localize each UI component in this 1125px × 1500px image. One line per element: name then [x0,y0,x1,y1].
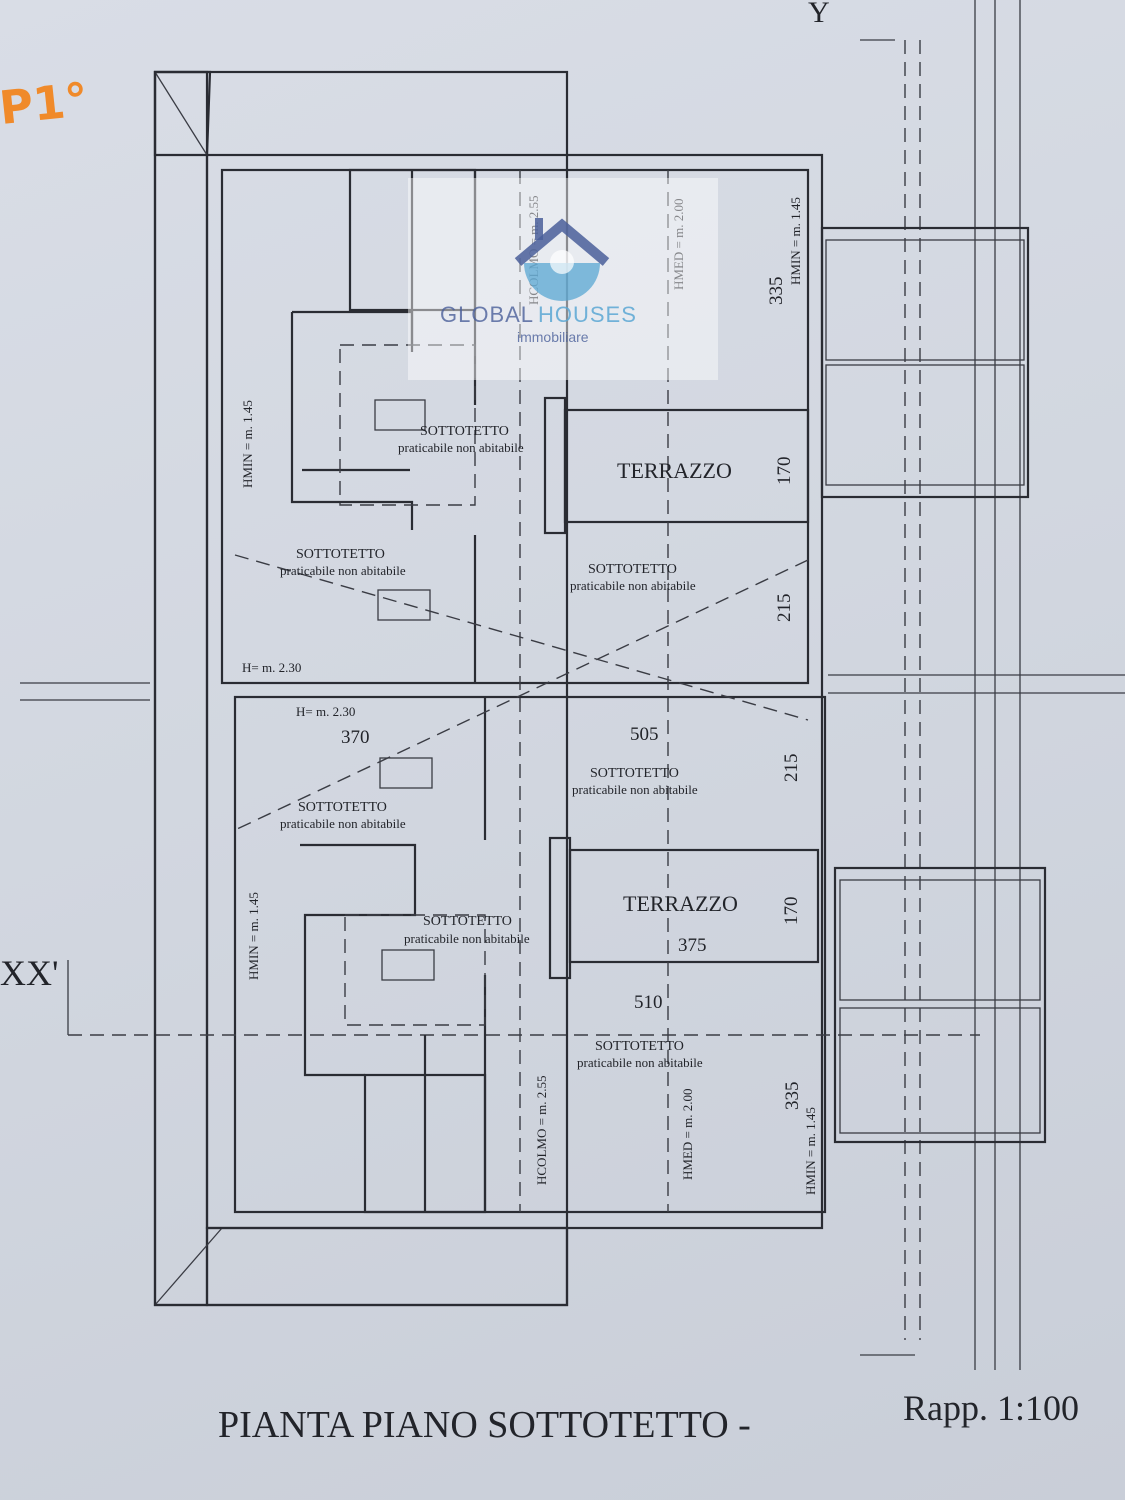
dimension-335: 335 [782,1082,803,1111]
height-hmin: HMIN = m. 1.45 [803,1107,818,1195]
drawing-scale: Rapp. 1:100 [903,1388,1079,1428]
dimension-labels: 335 170 215 370 505 215 170 375 510 335 [341,277,803,1111]
room-sublabel: praticabile non abitabile [280,816,406,831]
room-label: SOTTOTETTO [296,547,385,562]
balcony-top [820,226,1030,499]
dimension-215: 215 [781,754,802,783]
section-mark-y: Y [808,0,830,29]
watermark-brand-global: GLOBAL [440,302,534,327]
dimension-170: 170 [781,897,802,926]
staircase-bottom [363,1035,487,1214]
height-hmed: HMED = m. 2.00 [671,199,686,290]
watermark-tagline: immobiliare [517,329,589,345]
dimension-370: 370 [341,727,370,748]
height-hmin: HMIN = m. 1.45 [246,892,261,980]
watermark-logo: GLOBAL HOUSES immobiliare [408,178,718,380]
room-label: SOTTOTETTO [423,914,512,929]
terrazzo-top [563,408,810,524]
room-label: SOTTOTETTO [298,800,387,815]
height-hcolmo: HCOLMO = m. 2.55 [534,1075,549,1185]
terrazzo-label: TERRAZZO [623,891,738,916]
watermark-brand-houses: HOUSES [538,302,637,327]
room-sublabel: praticabile non abitabile [577,1055,703,1070]
dimension-375: 375 [678,935,707,956]
handwritten-floor-note: P1° [0,72,91,135]
internal-walls [290,170,572,1212]
ridge-lines [234,170,809,1212]
terrazzo-bottom [568,848,820,964]
height-hmed: HMED = m. 2.00 [680,1089,695,1180]
height-h230: H= m. 2.30 [242,660,301,675]
dimension-510: 510 [634,992,663,1013]
dimension-170: 170 [774,457,795,486]
dimension-215: 215 [774,594,795,623]
room-labels: SOTTOTETTO praticabile non abitabile SOT… [280,424,738,1070]
room-sublabel: praticabile non abitabile [572,782,698,797]
room-sublabel: praticabile non abitabile [404,931,530,946]
room-sublabel: praticabile non abitabile [280,563,406,578]
room-sublabel: praticabile non abitabile [570,578,696,593]
section-mark-xx: XX' [0,953,58,993]
height-h230: H= m. 2.30 [296,704,355,719]
building-outline [205,153,824,1230]
room-label: SOTTOTETTO [420,424,509,439]
room-label: SOTTOTETTO [588,562,677,577]
room-label: SOTTOTETTO [590,766,679,781]
height-hmin: HMIN = m. 1.45 [240,400,255,488]
room-label: SOTTOTETTO [595,1039,684,1054]
dimension-335: 335 [766,277,787,306]
drawing-title: PIANTA PIANO SOTTOTETTO - [218,1404,751,1446]
room-sublabel: praticabile non abitabile [398,440,524,455]
terrazzo-label: TERRAZZO [617,458,732,483]
dimension-505: 505 [630,724,659,745]
height-hmin: HMIN = m. 1.45 [788,197,803,285]
balcony-bottom [833,866,1047,1144]
